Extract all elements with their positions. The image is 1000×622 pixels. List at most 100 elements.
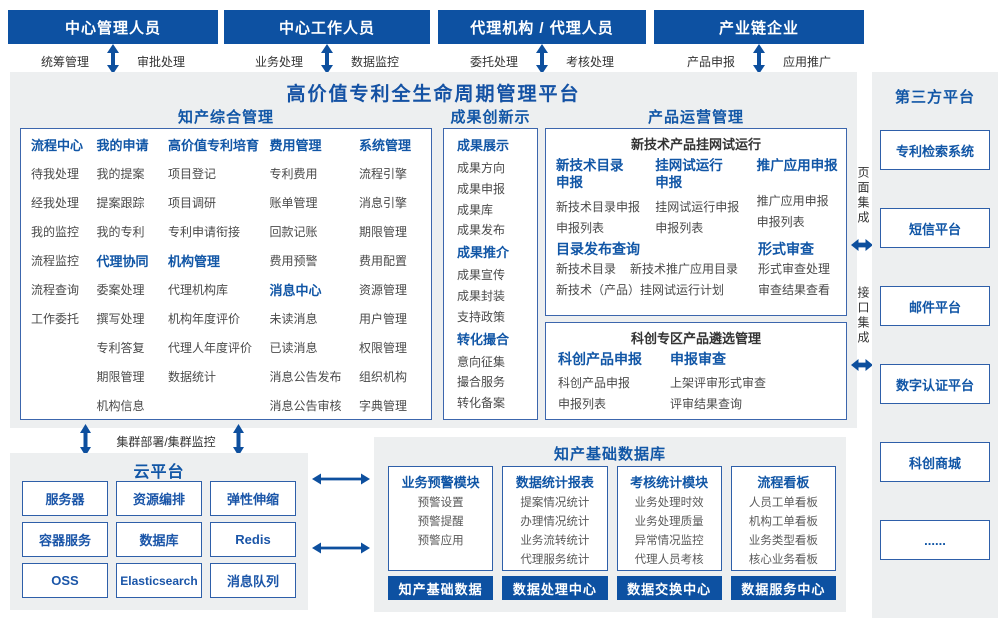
third-party-title: 第三方平台 <box>894 89 975 106</box>
platform-title: 高价值专利全生命周期管理平台 <box>286 84 581 105</box>
ip-database-title: 知产基础数据库 <box>553 446 666 463</box>
catalog-query-group: 目录发布查询 新技术目录 新技术推广应用目录 新技术（产品）挂网试运行计划 <box>556 239 738 301</box>
menu-item: 推广应用申报 <box>756 194 829 208</box>
db-module: 数据统计报表 提案情况统计 办理情况统计 业务流转统计 代理服务统计 <box>502 466 608 571</box>
cloud-item: 容器服务 <box>22 522 108 557</box>
updown-arrow-icon <box>752 44 766 79</box>
menu-item: 已读消息 <box>269 341 318 355</box>
menu-item: 成果库 <box>457 202 494 217</box>
menu-item: 成果封装 <box>457 288 506 303</box>
menu-item: 流程引擎 <box>359 167 408 181</box>
role-header: 代理机构 / 代理人员 <box>438 10 646 44</box>
db-module-item: 机构工单看板 <box>748 516 818 528</box>
menu-item: 费用配置 <box>359 254 408 268</box>
menu-item: 数据统计 <box>168 370 217 384</box>
leftright-arrow-icon <box>311 472 371 490</box>
db-bar: 数据交换中心 <box>616 576 722 600</box>
menu-column: 挂网试运行申报 挂网试运行申报 申报列表 <box>655 157 756 239</box>
leftright-arrow-icon <box>311 541 371 559</box>
updown-arrow-icon <box>106 44 120 79</box>
menu-item: 转化备案 <box>457 396 506 411</box>
menu-item: 回款记账 <box>269 225 318 239</box>
api-integration-label: 接口集成 <box>856 286 870 346</box>
menu-item: 新技术（产品）挂网试运行计划 <box>556 283 725 297</box>
cloud-item: 数据库 <box>116 522 202 557</box>
third-party-item: ...... <box>880 520 990 560</box>
db-bar: 知产基础数据 <box>388 576 494 600</box>
third-party-item: 短信平台 <box>880 208 990 248</box>
db-module: 流程看板 人员工单看板 机构工单看板 业务类型看板 核心业务看板 <box>730 466 836 571</box>
cloud-item: Elasticsearch <box>116 563 202 598</box>
menu-item: 资源管理 <box>359 283 408 297</box>
trial-run-box: 新技术产品挂网试运行 新技术目录申报 新技术目录申报 申报列表 挂网试运行申报 … <box>545 128 847 316</box>
menu-item: 申报列表 <box>756 215 805 229</box>
updown-arrow-icon <box>79 424 92 461</box>
menu-item: 新技术目录申报 <box>556 200 641 214</box>
menu-item: 工作委托 <box>31 312 80 326</box>
updown-arrow-icon <box>232 424 245 461</box>
menu-item: 挂网试运行申报 <box>655 200 740 214</box>
section-title-ip-mgmt: 知产综合管理 <box>177 109 274 126</box>
subsection-title: 科创专区产品遴选管理 <box>630 331 761 346</box>
leftright-arrow-icon <box>850 238 874 257</box>
menu-column: 我的申请 我的提案 提案跟踪 我的专利 代理协同 委案处理 撰写处理 专利答复 … <box>97 131 165 421</box>
menu-column: 费用管理 专利费用 账单管理 回款记账 费用预警 消息中心 未读消息 已读消息 … <box>270 131 356 421</box>
ip-database-panel: 知产基础数据库 业务预警模块 预警设置 预警提醒 预警应用 数据统计报表 提案情… <box>374 437 846 612</box>
cloud-item: 消息队列 <box>210 563 296 598</box>
db-bar: 数据处理中心 <box>502 576 608 600</box>
cloud-item: OSS <box>22 563 108 598</box>
menu-group-header: 转化撮合 <box>457 331 510 347</box>
menu-item: 经我处理 <box>31 196 80 210</box>
db-module-item: 代理服务统计 <box>520 554 590 566</box>
role-task: 业务处理 <box>254 54 303 69</box>
db-module-item: 预警设置 <box>417 497 464 509</box>
menu-item: 流程监控 <box>31 254 80 268</box>
cloud-title: 云平台 <box>133 464 185 481</box>
db-module-item: 核心业务看板 <box>748 554 818 566</box>
menu-item: 消息公告审核 <box>269 399 342 413</box>
db-module: 业务预警模块 预警设置 预警提醒 预警应用 <box>388 466 494 571</box>
db-module-header: 流程看板 <box>757 475 810 490</box>
menu-item: 用户管理 <box>359 312 408 326</box>
menu-item: 费用预警 <box>269 254 318 268</box>
db-module-header: 考核统计模块 <box>630 475 709 490</box>
menu-group-header: 系统管理 <box>359 138 412 153</box>
db-module-item: 办理情况统计 <box>520 516 590 528</box>
menu-column: 新技术目录申报 新技术目录申报 申报列表 <box>556 157 655 239</box>
menu-column: 流程中心 待我处理 经我处理 我的监控 流程监控 流程查询 工作委托 <box>31 131 93 421</box>
menu-item: 账单管理 <box>269 196 318 210</box>
menu-item: 委案处理 <box>96 283 145 297</box>
menu-item: 申报列表 <box>558 397 607 411</box>
menu-group-header: 成果展示 <box>457 138 510 153</box>
menu-item: 项目登记 <box>168 167 217 181</box>
cloud-item: Redis <box>210 522 296 557</box>
menu-item: 权限管理 <box>359 341 408 355</box>
db-module-item: 业务流转统计 <box>520 535 590 547</box>
third-party-item: 科创商城 <box>880 442 990 482</box>
menu-column: 推广应用申报 推广应用申报 申报列表 <box>757 157 840 239</box>
menu-group-header: 费用管理 <box>269 138 322 153</box>
cloud-panel: 云平台 服务器 资源编排 弹性伸缩 容器服务 数据库 Redis OSS Ela… <box>10 453 308 610</box>
role-task: 数据监控 <box>351 54 400 69</box>
menu-group-header: 目录发布查询 <box>556 241 640 257</box>
selection-box: 科创专区产品遴选管理 科创产品申报 科创产品申报 申报列表 申报审查 上架评审形… <box>545 322 847 420</box>
third-party-panel: 第三方平台 专利检索系统 短信平台 邮件平台 数字认证平台 科创商城 .....… <box>872 72 998 618</box>
menu-group-header: 形式审查 <box>758 241 814 257</box>
role-task: 统筹管理 <box>40 54 89 69</box>
menu-item: 成果宣传 <box>457 268 506 283</box>
menu-item: 消息公告发布 <box>269 370 342 384</box>
menu-group-header: 科创产品申报 <box>558 351 642 367</box>
role-task: 委托处理 <box>469 54 518 69</box>
db-module-item: 提案情况统计 <box>520 497 590 509</box>
menu-item: 新技术目录 <box>556 262 617 276</box>
menu-item: 代理机构库 <box>168 283 229 297</box>
cloud-item: 弹性伸缩 <box>210 481 296 516</box>
menu-item: 成果方向 <box>457 161 506 175</box>
menu-group-header: 流程中心 <box>31 138 84 153</box>
menu-item: 我的监控 <box>31 225 80 239</box>
updown-arrow-icon <box>320 44 334 79</box>
menu-item: 机构信息 <box>96 399 145 413</box>
achievement-box: 成果展示 成果方向 成果申报 成果库 成果发布 成果推介 成果宣传 成果封装 支… <box>443 128 538 420</box>
role-task: 审批处理 <box>137 54 186 69</box>
menu-group-header: 代理协同 <box>96 254 149 269</box>
